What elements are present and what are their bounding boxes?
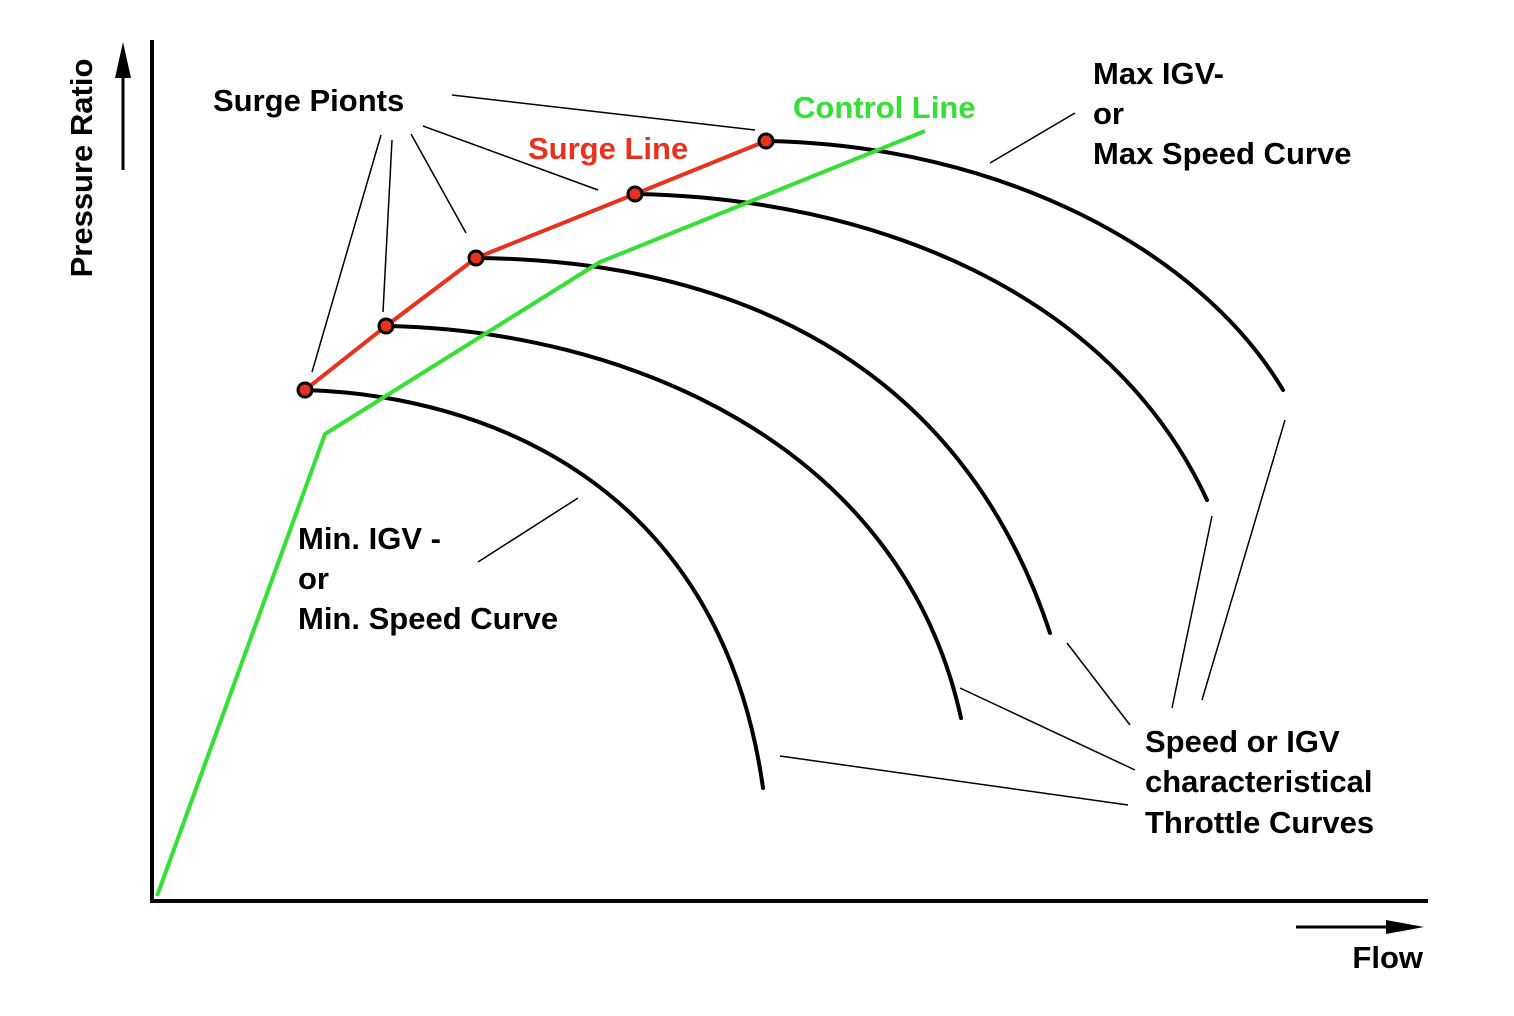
control-line-label: Control Line (793, 90, 976, 125)
throttle-curve-5-max (764, 139, 1285, 392)
leader-surge-points-1 (311, 134, 382, 373)
control-line (155, 129, 926, 897)
surge-point-1 (296, 381, 314, 399)
leader-surge-points-3 (410, 133, 467, 234)
leader-surge-points-5 (451, 94, 756, 131)
throttle-curve-2 (384, 324, 963, 720)
surge-point-5 (757, 132, 775, 150)
throttle-curve-3 (474, 256, 1052, 635)
surge-points-label: Surge Pionts (213, 83, 404, 118)
max-curve-label-line-1: Max IGV- (1093, 56, 1224, 91)
min-curve-label-line-1: Min. IGV - (298, 521, 441, 556)
throttle-curves-label-line-1: Speed or IGV (1145, 724, 1340, 759)
x-axis-arrow-head (1386, 920, 1424, 934)
surge-point-2 (377, 317, 395, 335)
leader-surge-points-2 (382, 139, 393, 313)
max-curve-label-line-2: or (1093, 96, 1124, 131)
leader-lines (311, 94, 1286, 806)
leader-throttle-2 (959, 687, 1136, 771)
max-curve-label: Max IGV- or Max Speed Curve (1093, 56, 1351, 171)
throttle-curve-1-min (303, 388, 765, 790)
leader-min-curve (477, 497, 579, 563)
axes (115, 40, 1428, 934)
surge-line-label: Surge Line (528, 131, 688, 166)
surge-point-4 (626, 185, 644, 203)
y-axis-label: Pressure Ratio (64, 59, 99, 278)
leader-max-curve (989, 112, 1076, 164)
min-curve-label-line-2: or (298, 561, 329, 596)
min-curve-label-line-3: Min. Speed Curve (298, 601, 558, 636)
leader-throttle-3 (1066, 642, 1131, 726)
surge-line (303, 139, 767, 392)
throttle-curves-label: Speed or IGV characteristical Throttle C… (1145, 724, 1374, 840)
y-axis-arrow-head (115, 42, 131, 78)
leader-throttle-5 (1201, 419, 1286, 701)
leader-throttle-4 (1171, 515, 1213, 709)
throttle-curve-4 (633, 192, 1209, 502)
throttle-curves (303, 139, 1285, 790)
leader-throttle-1 (779, 755, 1129, 806)
min-curve-label: Min. IGV - or Min. Speed Curve (298, 521, 558, 636)
x-axis-label: Flow (1352, 940, 1423, 975)
throttle-curves-label-line-3: Throttle Curves (1145, 805, 1374, 840)
max-curve-label-line-3: Max Speed Curve (1093, 136, 1351, 171)
leader-surge-points-4 (422, 125, 599, 191)
surge-point-3 (467, 249, 485, 267)
surge-points (296, 132, 775, 399)
throttle-curves-label-line-2: characteristical (1145, 764, 1372, 799)
